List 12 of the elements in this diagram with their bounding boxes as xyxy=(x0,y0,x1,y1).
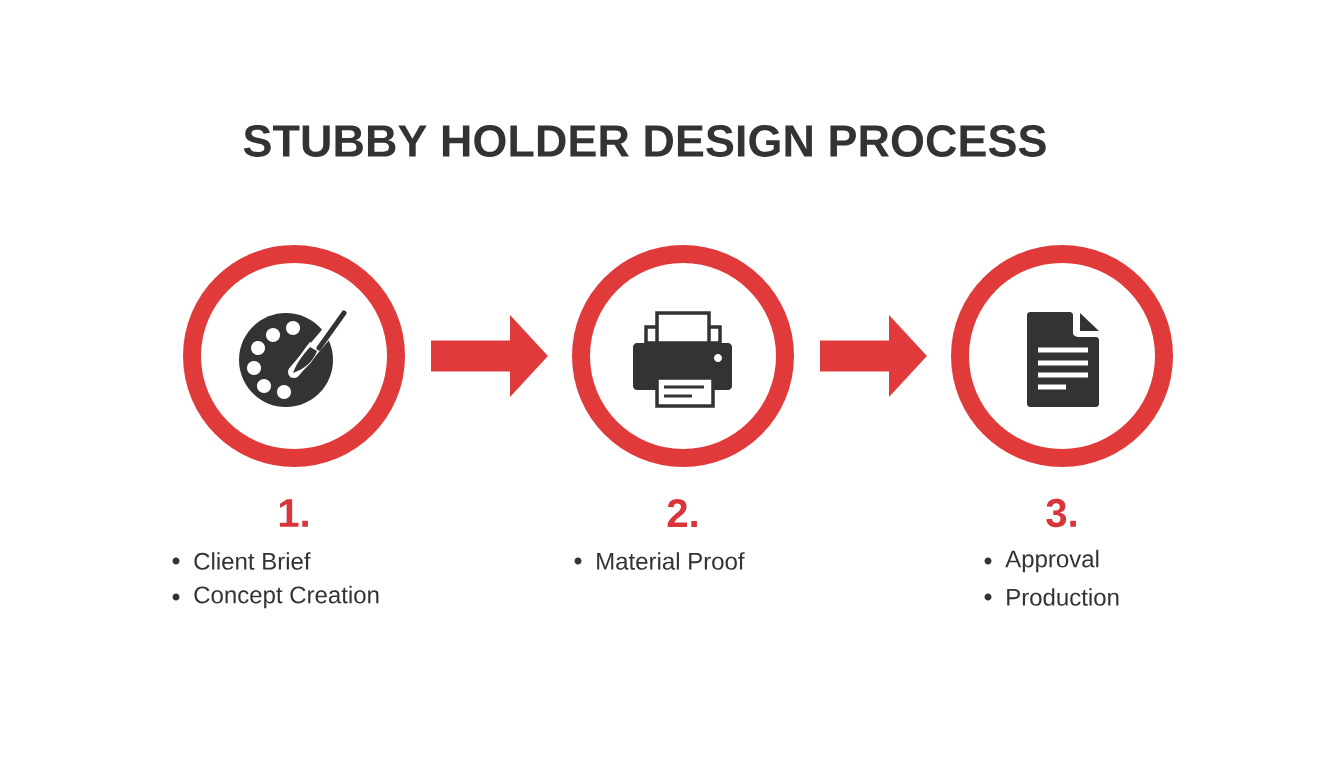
list-item: Client Brief xyxy=(194,552,311,570)
list-item: Concept Creation xyxy=(194,585,379,609)
list-item: Production xyxy=(1007,588,1119,606)
title: STUBBY HOLDER DESIGN PROCESS xyxy=(243,125,1046,157)
step-circle xyxy=(183,245,405,467)
step-circle xyxy=(572,245,794,467)
list-item: Material Proof xyxy=(597,552,745,570)
step-circle xyxy=(951,245,1173,467)
list-item: Approval xyxy=(1005,549,1099,573)
step-number: 1. xyxy=(279,499,308,527)
step-number: 2. xyxy=(667,499,697,527)
step-number: 3. xyxy=(1046,498,1076,528)
